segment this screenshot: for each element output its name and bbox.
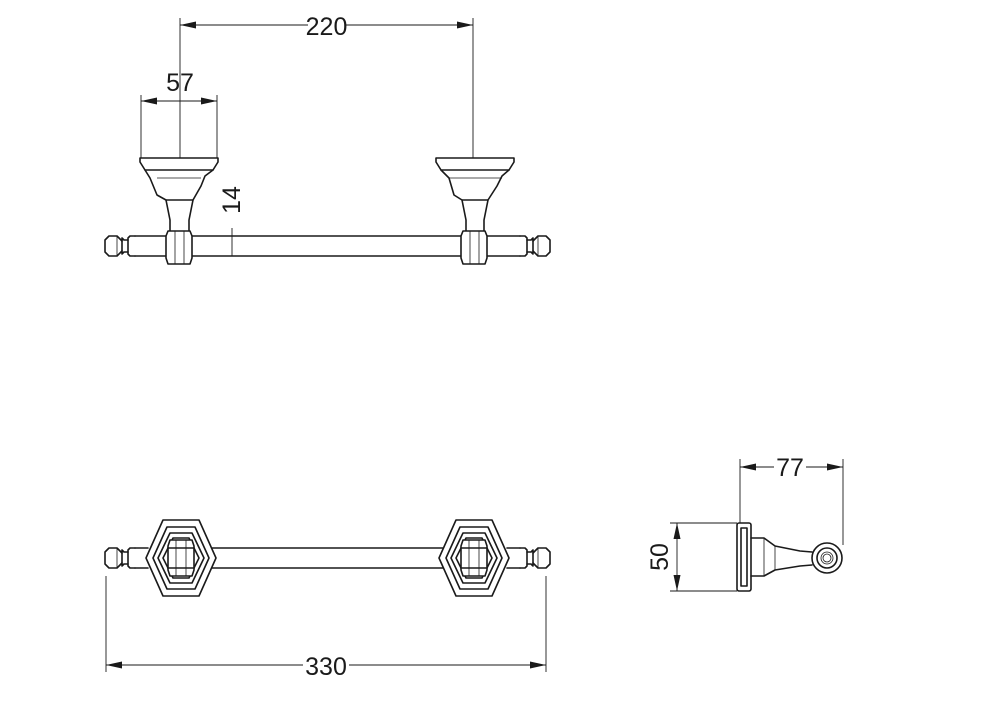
dimension-bar-height: 14 xyxy=(218,186,246,256)
side-view: 77 50 xyxy=(646,454,844,592)
top-right-hex-flange xyxy=(438,519,510,597)
dimension-flange-width-label: 57 xyxy=(166,69,194,97)
top-view-bar xyxy=(134,547,521,569)
dimension-overall-length-label: 330 xyxy=(305,653,347,681)
front-view-bar xyxy=(134,235,521,257)
top-right-finial xyxy=(519,547,551,569)
front-right-bracket xyxy=(435,157,515,265)
top-left-hex-flange xyxy=(145,519,217,597)
front-right-finial xyxy=(519,235,551,257)
dimension-bracket-spacing: 220 xyxy=(179,13,474,158)
dimension-bracket-spacing-label: 220 xyxy=(306,13,348,41)
front-view: 220 57 14 xyxy=(104,13,551,265)
dimension-side-height-label: 50 xyxy=(646,543,674,571)
dimension-bar-height-label: 14 xyxy=(218,186,246,214)
side-view-bracket xyxy=(736,522,843,592)
dimension-overall-length: 330 xyxy=(105,576,547,681)
front-left-finial xyxy=(104,235,136,257)
top-view: 330 xyxy=(104,519,551,681)
dimension-side-projection: 77 xyxy=(739,454,844,545)
dimension-side-projection-label: 77 xyxy=(776,454,804,482)
front-left-bracket xyxy=(139,157,219,265)
dimension-flange-width: 57 xyxy=(140,69,218,158)
dimension-side-height: 50 xyxy=(646,522,737,592)
top-left-finial xyxy=(104,547,136,569)
